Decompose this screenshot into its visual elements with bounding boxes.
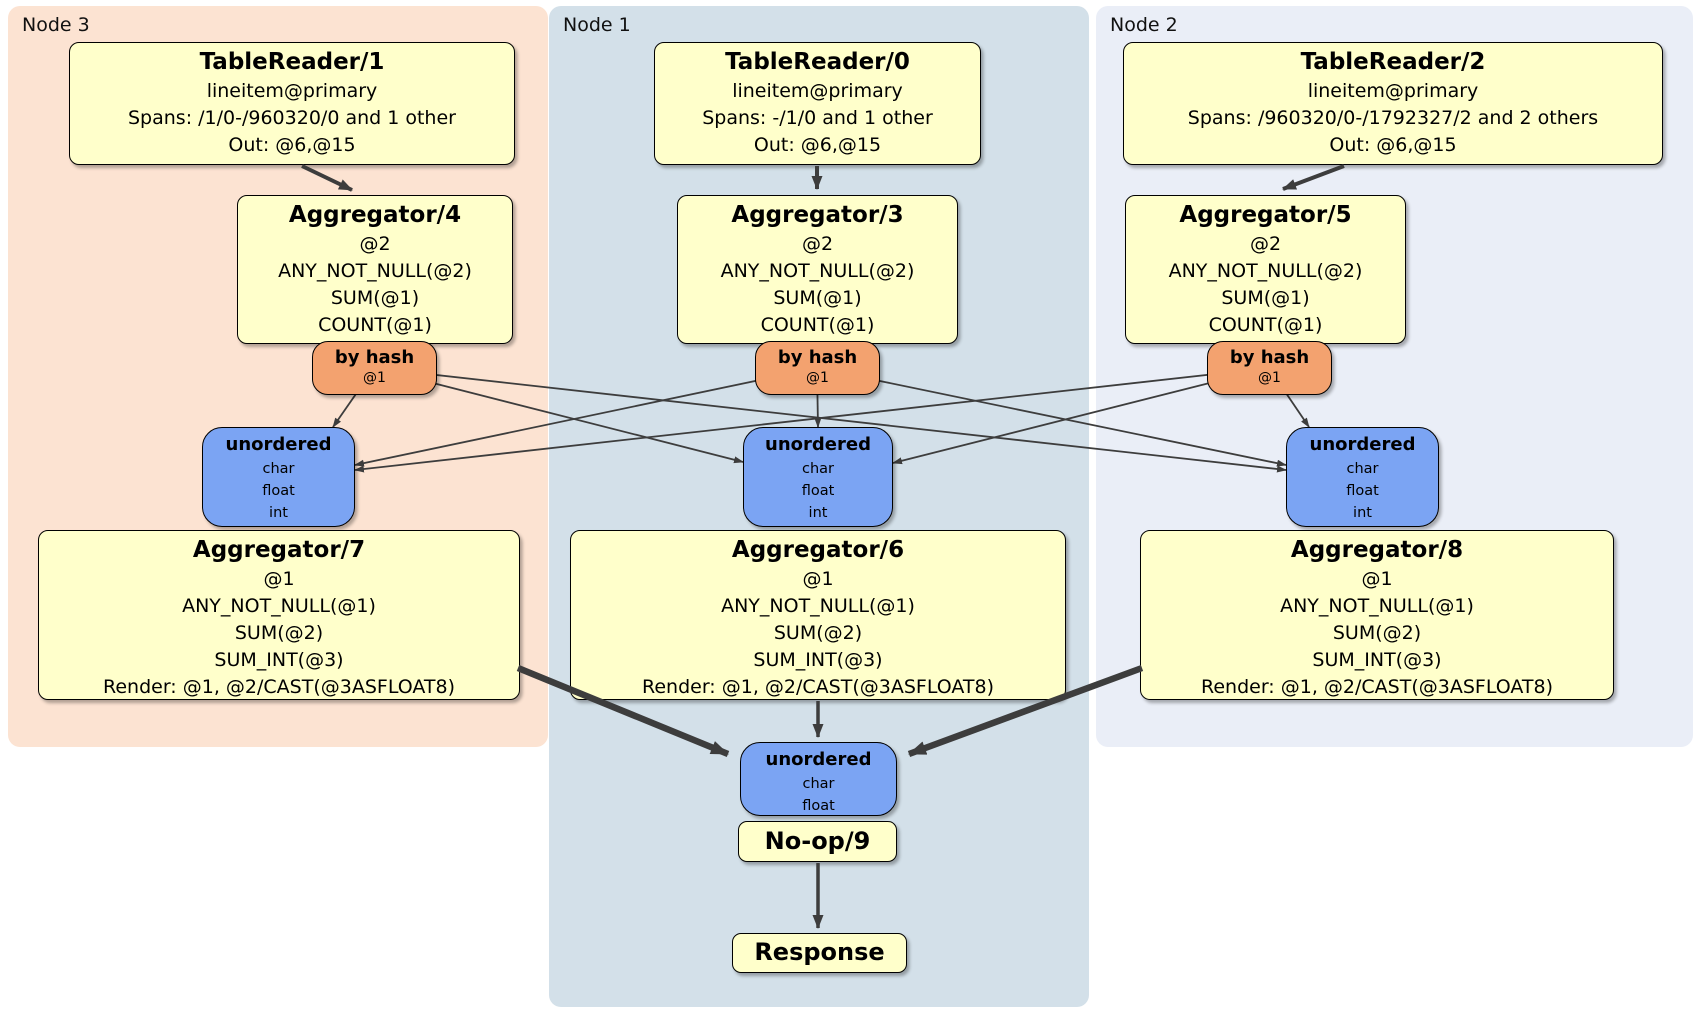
node-detail-line: ANY_NOT_NULL(@2) (720, 260, 915, 282)
node-detail-line: Spans: /1/0-/960320/0 and 1 other (128, 107, 456, 129)
sync-title: unordered (765, 749, 872, 770)
node-title: Aggregator/4 (288, 202, 462, 228)
node-detail-line: @1 (1361, 568, 1393, 590)
node-detail-line: SUM(@1) (773, 287, 862, 309)
node-detail-line: SUM(@1) (330, 287, 420, 309)
router-key: @1 (363, 370, 386, 386)
node-title: Aggregator/5 (1179, 202, 1352, 228)
sync-col: int (808, 505, 828, 521)
router-by-hash-node2: by hash @1 (1207, 341, 1332, 395)
node-detail-line: lineitem@primary (732, 80, 903, 102)
sync-title: unordered (225, 434, 332, 455)
node-title: No-op/9 (764, 827, 871, 855)
node-detail-line: @1 (802, 568, 834, 590)
sync-unordered-final: unordered char float (740, 742, 897, 816)
node-no-op-9: No-op/9 (738, 821, 897, 862)
node-detail-line: SUM_INT(@3) (1312, 649, 1442, 671)
sync-col: char (262, 461, 295, 477)
node-response: Response (732, 933, 907, 973)
node-tablereader-2: TableReader/2 lineitem@primary Spans: /9… (1123, 42, 1663, 165)
node-title: Response (754, 938, 885, 966)
sync-col: float (801, 483, 835, 499)
node-detail-line: COUNT(@1) (318, 314, 432, 336)
panel-label-node-3: Node 3 (22, 14, 90, 36)
sync-col: char (802, 776, 835, 792)
node-detail-line: ANY_NOT_NULL(@1) (182, 595, 376, 617)
panel-label-node-1: Node 1 (563, 14, 631, 36)
node-tablereader-0: TableReader/0 lineitem@primary Spans: -/… (654, 42, 981, 165)
node-aggregator-5: Aggregator/5 @2 ANY_NOT_NULL(@2) SUM(@1)… (1125, 195, 1406, 344)
node-detail-line: SUM(@2) (773, 622, 863, 644)
node-detail-line: SUM(@2) (234, 622, 324, 644)
node-detail-line: ANY_NOT_NULL(@2) (1168, 260, 1363, 282)
node-detail-line: ANY_NOT_NULL(@2) (278, 260, 472, 282)
sync-col: float (1346, 483, 1379, 499)
router-key: @1 (806, 370, 829, 386)
node-detail-line: SUM(@1) (1221, 287, 1310, 309)
node-detail-line: SUM_INT(@3) (753, 649, 883, 671)
node-aggregator-4: Aggregator/4 @2 ANY_NOT_NULL(@2) SUM(@1)… (237, 195, 513, 344)
node-detail-line: ANY_NOT_NULL(@1) (721, 595, 915, 617)
node-detail-line: @1 (263, 568, 295, 590)
node-aggregator-3: Aggregator/3 @2 ANY_NOT_NULL(@2) SUM(@1)… (677, 195, 958, 344)
sync-title: unordered (765, 434, 871, 455)
sync-col: int (269, 505, 288, 521)
node-detail-line: ANY_NOT_NULL(@1) (1280, 595, 1474, 617)
node-detail-line: Out: @6,@15 (1329, 134, 1457, 156)
node-detail-line: COUNT(@1) (1208, 314, 1323, 336)
node-detail-line: Render: @1, @2/CAST(@3ASFLOAT8) (1201, 676, 1553, 698)
node-detail-line: Spans: /960320/0-/1792327/2 and 2 others (1187, 107, 1599, 129)
node-detail-line: Render: @1, @2/CAST(@3ASFLOAT8) (642, 676, 994, 698)
node-title: TableReader/0 (725, 49, 910, 75)
sync-unordered-node2: unordered char float int (1286, 427, 1439, 527)
node-aggregator-6: Aggregator/6 @1 ANY_NOT_NULL(@1) SUM(@2)… (570, 530, 1066, 700)
node-aggregator-7: Aggregator/7 @1 ANY_NOT_NULL(@1) SUM(@2)… (38, 530, 520, 700)
sync-col: float (802, 798, 835, 814)
sync-unordered-node3: unordered char float int (202, 427, 355, 527)
node-detail-line: SUM(@2) (1332, 622, 1422, 644)
node-detail-line: Out: @6,@15 (228, 134, 356, 156)
router-title: by hash (777, 347, 858, 368)
node-tablereader-1: TableReader/1 lineitem@primary Spans: /1… (69, 42, 515, 165)
node-detail-line: SUM_INT(@3) (214, 649, 344, 671)
sync-col: int (1353, 505, 1372, 521)
node-title: TableReader/2 (1300, 49, 1486, 75)
node-title: TableReader/1 (199, 49, 385, 75)
sync-unordered-node1: unordered char float int (743, 427, 893, 527)
router-by-hash-node1: by hash @1 (755, 341, 880, 395)
node-detail-line: Spans: -/1/0 and 1 other (702, 107, 933, 129)
node-title: Aggregator/6 (731, 537, 905, 563)
node-detail-line: Render: @1, @2/CAST(@3ASFLOAT8) (103, 676, 455, 698)
node-detail-line: lineitem@primary (206, 80, 378, 102)
router-by-hash-node3: by hash @1 (312, 341, 437, 395)
router-title: by hash (334, 347, 415, 368)
sync-col: char (1346, 461, 1379, 477)
node-detail-line: COUNT(@1) (760, 314, 875, 336)
router-key: @1 (1258, 370, 1281, 386)
node-aggregator-8: Aggregator/8 @1 ANY_NOT_NULL(@1) SUM(@2)… (1140, 530, 1614, 700)
sync-col: float (262, 483, 295, 499)
sync-col: char (801, 461, 834, 477)
node-detail-line: @2 (1249, 233, 1282, 255)
sync-title: unordered (1309, 434, 1416, 455)
node-detail-line: Out: @6,@15 (753, 134, 882, 156)
node-detail-line: lineitem@primary (1307, 80, 1479, 102)
node-title: Aggregator/8 (1290, 537, 1464, 563)
router-title: by hash (1229, 347, 1310, 368)
node-detail-line: @2 (359, 233, 391, 255)
node-detail-line: @2 (801, 233, 834, 255)
node-title: Aggregator/3 (731, 202, 904, 228)
node-title: Aggregator/7 (192, 537, 366, 563)
panel-label-node-2: Node 2 (1110, 14, 1178, 36)
